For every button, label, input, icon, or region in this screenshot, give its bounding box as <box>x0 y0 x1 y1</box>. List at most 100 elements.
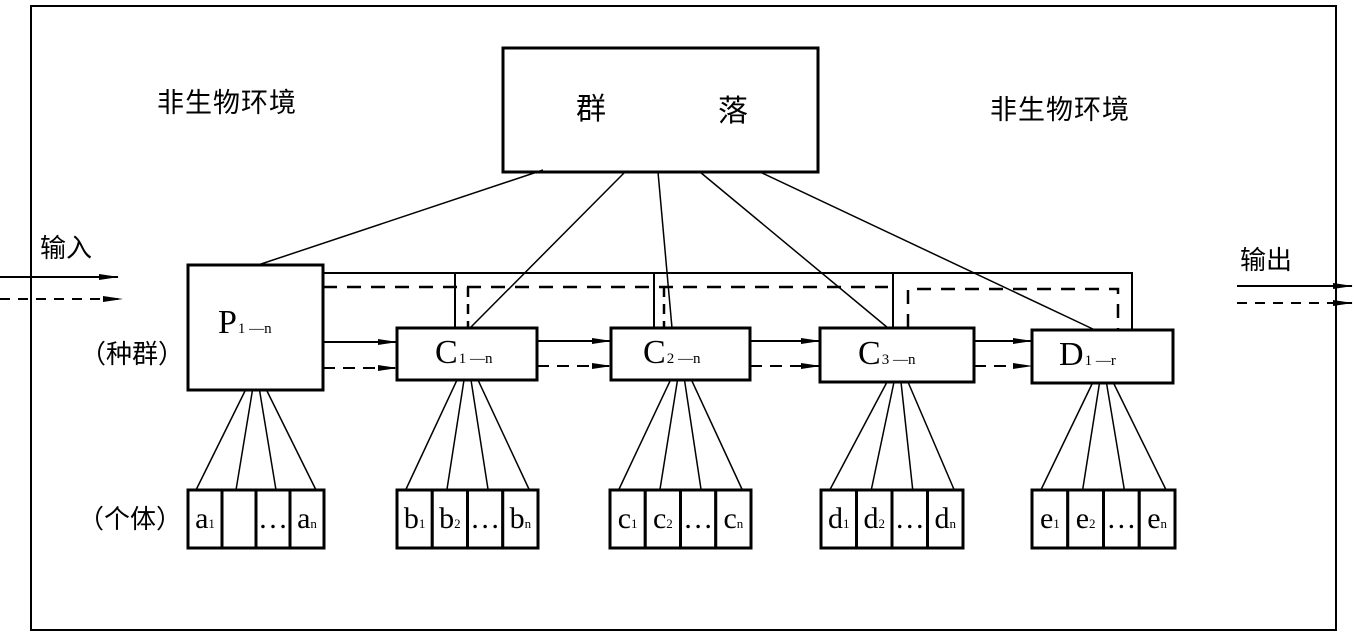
individual-label-a: an <box>290 504 324 534</box>
ecosystem-boundary <box>30 5 1337 631</box>
individual-subscript: n <box>524 516 532 531</box>
individual-link-d <box>907 381 955 491</box>
individual-letter: d <box>828 502 843 535</box>
community-box <box>501 46 820 174</box>
output-arrows <box>1237 283 1353 306</box>
individual-link-e <box>1112 382 1167 491</box>
feedback-lines <box>323 272 1133 330</box>
individual-label-c: c1 <box>610 504 645 534</box>
individual-letter: … <box>1106 502 1137 535</box>
individual-link-d <box>900 381 914 491</box>
individual-letter: c <box>617 502 632 535</box>
env-label-right: 非生物环境 <box>990 95 1130 126</box>
individual-letter: e <box>1075 502 1090 535</box>
individual-link-e <box>1040 382 1094 491</box>
individual-label-e: e2 <box>1068 504 1104 534</box>
individual-cell-b <box>430 488 469 550</box>
community-link-c3 <box>699 171 889 329</box>
individual-label-b: b2 <box>432 504 467 534</box>
individual-label-c: c2 <box>645 504 680 534</box>
individual-label-b: b1 <box>397 504 432 534</box>
individual-link-a <box>265 389 317 491</box>
individual-subscript: 1 <box>843 516 850 531</box>
population-box-p <box>186 263 325 392</box>
individual-label-a: … <box>256 504 290 534</box>
individual-subscript: 2 <box>878 516 886 531</box>
individual-letter: … <box>470 502 501 535</box>
feedback-dashed-loop <box>906 287 1120 330</box>
population-letter: C <box>643 334 666 371</box>
individual-label-e: en <box>1139 504 1175 534</box>
individual-cell-c <box>679 488 718 550</box>
individual-label-d: … <box>892 504 928 534</box>
population-letter: C <box>435 334 458 371</box>
individual-link-e <box>1081 382 1101 491</box>
population-subscript: 1 —n <box>237 321 272 337</box>
individual-link-b <box>404 379 458 491</box>
output-label: 输出 <box>1240 246 1293 276</box>
individual-link-c <box>659 379 679 491</box>
community-link-p <box>257 169 544 266</box>
individual-subscript: n <box>310 516 317 531</box>
individual-label-c: cn <box>716 504 751 534</box>
individual-label-d: d2 <box>857 504 893 534</box>
population-subscript: 2 —n <box>666 351 701 367</box>
population-subscript: 1 —n <box>458 351 493 367</box>
individual-fan-lines <box>195 379 1167 491</box>
individual-link-a <box>235 389 254 491</box>
individual-label-c: … <box>681 504 716 534</box>
individual-letter: b <box>439 502 455 535</box>
community-link-c1 <box>469 171 626 329</box>
individual-label-d: dn <box>928 504 964 534</box>
individual-letter: b <box>509 502 525 535</box>
community-label-left: 群 <box>576 92 606 127</box>
individual-link-c <box>617 379 672 491</box>
population-label-c1: C1 —n <box>435 336 492 370</box>
individual-subscript: 1 <box>1053 516 1060 531</box>
population-letter: P <box>218 304 237 341</box>
individual-letter: a <box>195 502 209 535</box>
individual-subscript: 2 <box>1089 516 1096 531</box>
population-box-d <box>1030 328 1175 385</box>
individual-letter: c <box>723 502 737 535</box>
individual-subscript: 2 <box>454 516 461 531</box>
individual-letter: e <box>1147 502 1161 535</box>
community-label-right: 落 <box>718 94 748 129</box>
individual-subscript: n <box>1160 516 1168 531</box>
input-label: 输入 <box>40 234 93 264</box>
individual-subscript: 1 <box>631 516 638 531</box>
individual-cell-b <box>395 488 434 550</box>
individual-link-b <box>470 379 489 491</box>
individual-cell-a <box>220 488 258 550</box>
individual-label-d: d1 <box>821 504 857 534</box>
individual-link-c <box>683 379 702 491</box>
individual-cell-b <box>501 488 540 550</box>
population-subscript: 1 —r <box>1084 353 1116 369</box>
individual-letter: d <box>863 502 879 535</box>
individual-label-e: e1 <box>1032 504 1068 534</box>
individual-link-a <box>258 389 277 491</box>
individual-subscript: n <box>949 516 957 531</box>
individual-cell-c <box>714 488 753 550</box>
population-subscript: 3 —n <box>881 352 916 368</box>
individual-cell-c <box>643 488 682 550</box>
individual-cell-a <box>288 488 326 550</box>
population-label-p: P1 —n <box>218 306 272 340</box>
individual-cell-c <box>608 488 647 550</box>
individual-letter: c <box>652 502 667 535</box>
individual-cell-e <box>1030 488 1070 550</box>
individual-letter: … <box>258 502 288 535</box>
individual-link-b <box>477 379 531 491</box>
individual-cell-d <box>926 488 965 550</box>
population-label-c2: C2 —n <box>643 336 700 370</box>
individual-link-c <box>690 379 744 491</box>
individual-letter: d <box>934 502 950 535</box>
population-label-d: D1 —r <box>1059 338 1116 372</box>
individual-cell-d <box>819 488 858 550</box>
population-letter: C <box>858 335 881 372</box>
individual-link-d <box>829 381 888 491</box>
population-label-c3: C3 —n <box>858 337 915 371</box>
individual-link-e <box>1105 382 1126 491</box>
individual-letter: … <box>683 502 714 535</box>
